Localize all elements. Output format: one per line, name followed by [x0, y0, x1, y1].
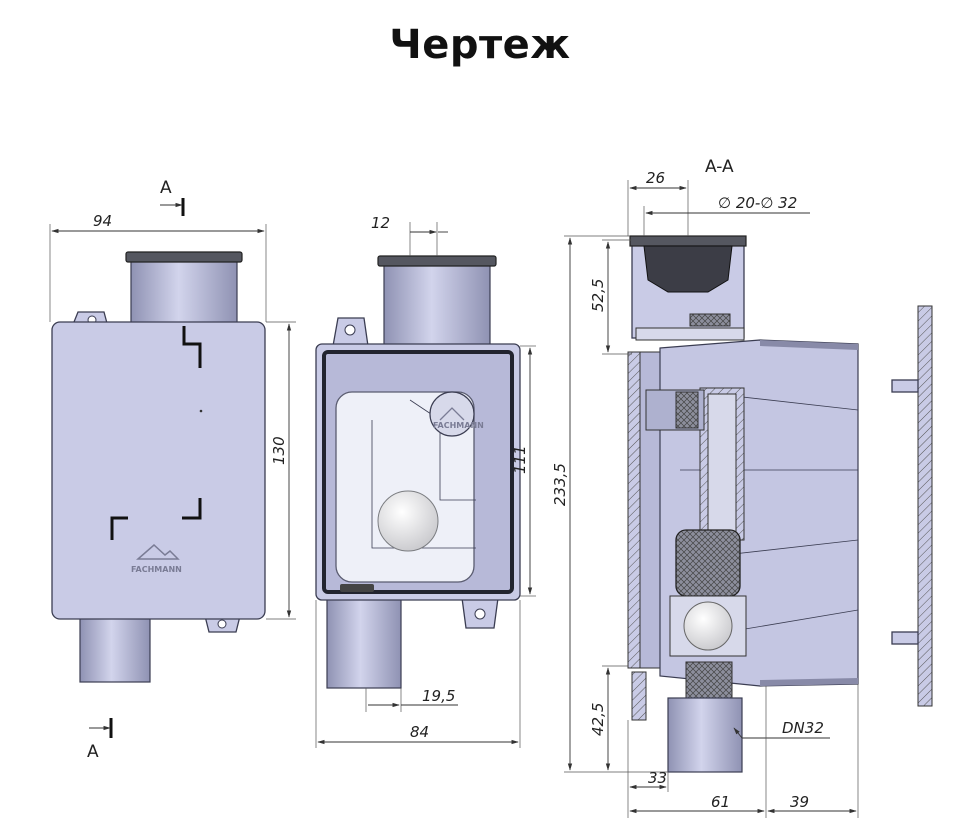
dim-section-outlet-height: 42,5 — [589, 703, 607, 736]
section-marker-bottom: A — [87, 742, 99, 762]
front-section-mark-top — [182, 326, 202, 368]
dim-section-flange: 39 — [790, 793, 809, 811]
section-view: A-A — [551, 157, 933, 818]
front-top-pipe — [130, 257, 238, 329]
open-bottom-pipe — [326, 595, 402, 689]
dim-section-diameter: ∅ 20-∅ 32 — [718, 194, 797, 212]
open-top-pipe-rim — [377, 255, 497, 267]
open-inlet-port — [429, 391, 475, 437]
fachmann-logo-icon — [136, 543, 180, 560]
dim-open-width: 84 — [410, 723, 429, 741]
section-view-label: A-A — [705, 157, 734, 177]
section-outlet-fitting — [685, 661, 733, 699]
dim-open-top-offset: 12 — [371, 214, 390, 232]
dim-section-outlet-width: 33 — [648, 769, 667, 787]
section-outlet-pipe — [667, 697, 743, 773]
open-check-ball — [377, 490, 439, 552]
section-housing-wall — [627, 351, 641, 669]
front-brand-label: FACHMANN — [131, 565, 182, 574]
dim-section-total-height: 233,5 — [551, 463, 569, 506]
front-bottom-pipe — [79, 617, 151, 683]
section-strainer — [675, 529, 741, 597]
page-title: Чертеж — [389, 22, 571, 68]
open-inner-chamber — [335, 391, 475, 583]
front-top-pipe-rim — [125, 251, 243, 263]
section-cover-plate — [917, 305, 933, 707]
front-section-mark-right — [182, 498, 202, 520]
dim-section-top-width: 26 — [646, 169, 665, 187]
open-brand-label: FACHMANN — [433, 421, 484, 430]
dim-section-cap-height: 52,5 — [589, 279, 607, 312]
front-body — [51, 321, 266, 620]
dim-front-width: 94 — [93, 212, 112, 230]
front-section-mark-left — [110, 516, 128, 540]
dim-front-height: 130 — [270, 436, 288, 465]
open-view: FACHMANN 12 111 19,5 84 — [315, 214, 536, 748]
front-view: FACHMANN 94 130 A A — [49, 178, 296, 762]
dim-section-outlet-nominal: DN32 — [782, 719, 824, 737]
section-marker-top: A — [160, 178, 172, 198]
section-check-ball — [683, 601, 733, 651]
open-top-pipe — [383, 261, 491, 351]
dim-open-outlet-offset: 19,5 — [422, 687, 455, 705]
dim-open-inner-height: 111 — [511, 445, 529, 474]
dim-section-depth: 61 — [711, 793, 730, 811]
